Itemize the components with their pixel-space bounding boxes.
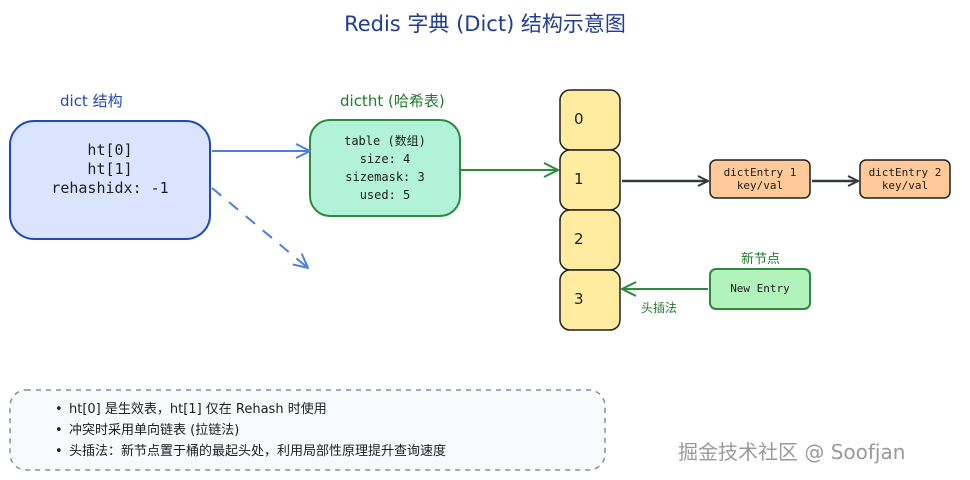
note-item: •冲突时采用单向链表 (拉链法) — [55, 420, 446, 441]
dictht-field-sizemask: sizemask: 3 — [345, 170, 425, 184]
dict-field-ht0: ht[0] — [87, 141, 133, 159]
dict-entry-1: dictEntry 1 key/val — [710, 166, 810, 192]
page-title: Redis 字典 (Dict) 结构示意图 — [344, 12, 626, 36]
dict-fields: ht[0] ht[1] rehashidx: -1 — [10, 141, 210, 198]
bucket-3 — [559, 269, 621, 331]
bucket-2 — [559, 209, 621, 271]
dictht-box — [309, 119, 461, 217]
dictht-field-table: table (数组) — [344, 134, 426, 148]
dictht-field-size: size: 4 — [359, 152, 411, 166]
dict-field-ht1: ht[1] — [87, 160, 133, 178]
bullet-icon: • — [55, 402, 63, 417]
dictht-field-used: used: 5 — [359, 188, 411, 202]
dict-field-rehashidx: rehashidx: -1 — [51, 179, 169, 197]
dict-entry-2-box — [859, 159, 951, 199]
watermark: 掘金技术社区 @ Soofjan — [678, 440, 906, 464]
note-item: •ht[0] 是生效表，ht[1] 仅在 Rehash 时使用 — [55, 399, 446, 420]
new-node-label: 新节点 — [741, 252, 781, 267]
dict-entry-2-name: dictEntry 2 — [868, 166, 942, 179]
bucket-label-3: 3 — [574, 290, 584, 308]
bullet-icon: • — [55, 444, 63, 459]
dict-entry-1-box — [709, 159, 811, 199]
dictht-label: dictht (哈希表) — [340, 92, 445, 110]
dict-entry-2-value: key/val — [881, 179, 929, 192]
dict-entry-1-name: dictEntry 1 — [723, 166, 797, 179]
bucket-0 — [559, 89, 621, 151]
notes-list: •ht[0] 是生效表，ht[1] 仅在 Rehash 时使用 •冲突时采用单向… — [55, 399, 446, 462]
bucket-label-2: 2 — [574, 230, 584, 248]
dict-entry-1-value: key/val — [736, 179, 784, 192]
note-item: •头插法：新节点置于桶的最起头处，利用局部性原理提升查询速度 — [55, 441, 446, 462]
dict-box — [9, 120, 211, 240]
notes-box — [9, 389, 606, 471]
dictht-fields: table (数组) size: 4 sizemask: 3 used: 5 — [310, 132, 460, 204]
new-entry-text: New Entry — [730, 282, 790, 295]
new-entry-box — [709, 268, 811, 310]
bullet-icon: • — [55, 423, 63, 438]
bucket-label-0: 0 — [574, 110, 584, 128]
bucket-label-1: 1 — [574, 170, 584, 188]
arrow-dict-ht1-dashed — [211, 187, 308, 268]
bucket-1 — [559, 149, 621, 211]
dict-label: dict 结构 — [60, 92, 123, 110]
dict-entry-2: dictEntry 2 key/val — [860, 166, 950, 192]
head-insert-label: 头插法 — [641, 301, 678, 315]
